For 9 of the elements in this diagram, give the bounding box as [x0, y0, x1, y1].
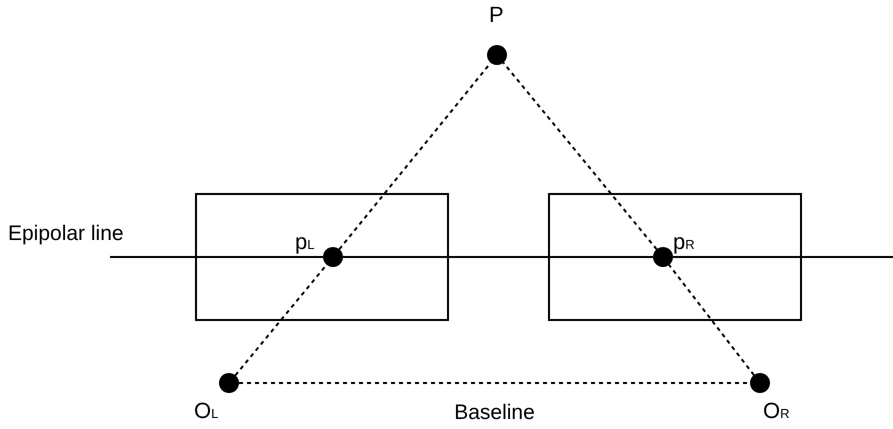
image-plane-rectangle — [195, 193, 449, 321]
dashed-line — [234, 264, 328, 376]
image-plane-rectangle — [548, 193, 802, 321]
dashed-line — [239, 382, 750, 384]
dashed-line — [502, 62, 658, 250]
dashed-line — [668, 264, 755, 376]
line — [343, 256, 653, 258]
line-label: Epipolar line — [7, 222, 125, 246]
point-label: P — [489, 3, 504, 27]
